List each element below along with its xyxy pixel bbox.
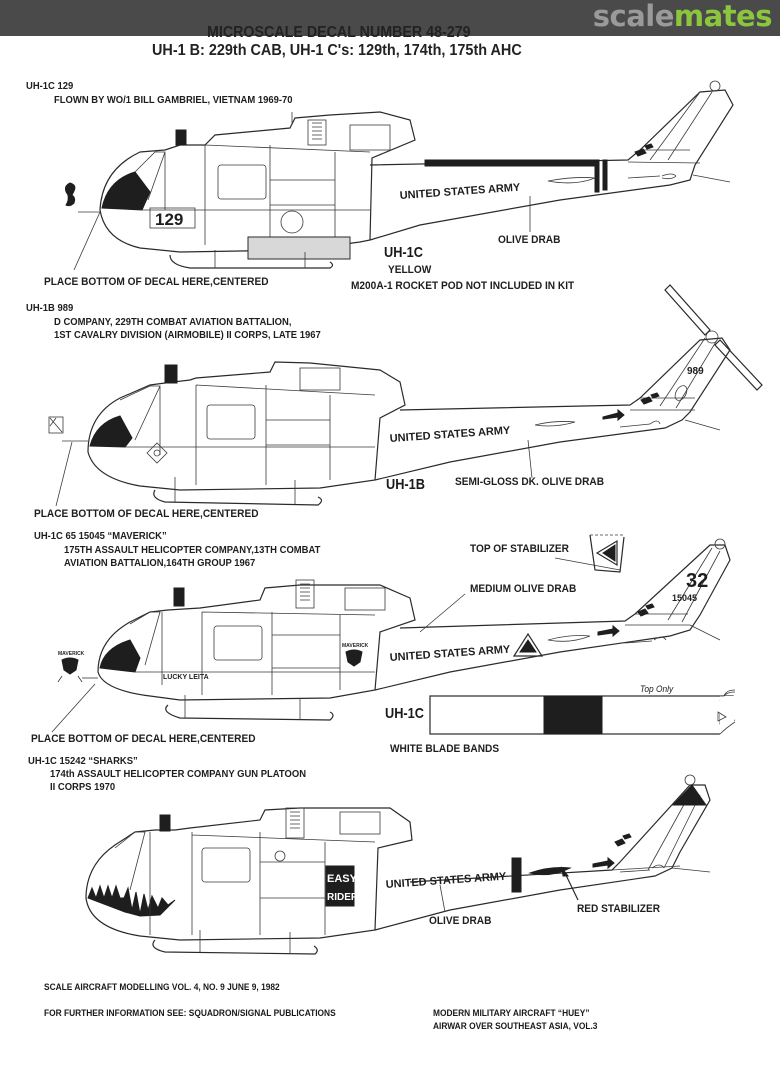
profile-3-type-label: UH-1C [385,705,424,722]
fuselage [99,111,416,253]
profile-3-callout-white-blade-bands: WHITE BLADE BANDS [390,743,500,755]
profile-1-callout-rocket-pod: M200A-1 ROCKET POD NOT INCLUDED IN KIT [351,280,575,292]
tail-number: 32 [686,570,708,592]
svg-text:MAVERICK: MAVERICK [342,643,369,649]
profile-4-line-1: 174th ASSAULT HELICOPTER COMPANY GUN PLA… [50,768,307,780]
footer-publication-2: AIRWAR OVER SOUTHEAST ASIA, VOL.3 [433,1021,598,1032]
profile-2-line-2: 1ST CAVALRY DIVISION (AIRMOBILE) II CORP… [54,329,321,341]
helicopter-profile-uh1c-129: 129 UNITED STATES ARMY [64,80,734,271]
profile-3-placement-note: PLACE BOTTOM OF DECAL HERE,CENTERED [31,733,256,745]
tail-boom [374,784,711,931]
tail-rotor [664,284,763,391]
fuselage-text: UNITED STATES ARMY [389,644,511,664]
profile-4-callout-red-stabilizer: RED STABILIZER [577,903,661,915]
profile-3-callout-top-of-stabilizer: TOP OF STABILIZER [470,543,569,555]
fuselage-text: UNITED STATES ARMY [389,425,511,445]
profile-2-heading: UH-1B 989 [26,302,74,314]
shark-teeth [87,884,176,917]
blade-band-diagram [429,689,736,736]
blade-band-dark [543,695,603,735]
svg-text:MAVERICK: MAVERICK [58,651,85,657]
profile-1-line-1: FLOWN BY WO/1 BILL GAMBRIEL, VIETNAM 196… [54,94,293,106]
nose-number: 129 [155,210,183,229]
profile-4-heading: UH-1C 15242 “SHARKS” [28,755,138,767]
helicopter-profile-uh1c-sharks: EASY RIDER UNITED STATES ARMY [85,774,711,955]
fuselage [85,807,413,941]
profile-3-callout-medium-olive-drab: MEDIUM OLIVE DRAB [470,583,577,595]
profile-2-placement-note: PLACE BOTTOM OF DECAL HERE,CENTERED [34,508,259,520]
cobra-emblem [64,182,76,207]
profile-2-callout-paint: SEMI-GLOSS DK. OLIVE DRAB [455,476,605,488]
maverick-insignia: MAVERICK MAVERICK [57,643,369,683]
tail-boom [374,544,731,691]
tail-band [424,159,596,167]
tail-triangle-marking [671,784,707,806]
red-stabilizer [528,867,572,876]
profile-3-callout-top-only: Top Only [640,684,674,695]
profile-2-line-1: D COMPANY, 229TH COMBAT AVIATION BATTALI… [54,316,292,328]
profile-4-callout-olive-drab: OLIVE DRAB [429,915,492,927]
profile-1-placement-note: PLACE BOTTOM OF DECAL HERE,CENTERED [44,276,269,288]
profile-3-line-2: AVIATION BATTALION,164TH GROUP 1967 [64,557,256,569]
profile-4-line-2: II CORPS 1970 [50,781,116,793]
fuselage-band [511,857,522,893]
profile-1-heading: UH-1C 129 [26,80,74,92]
fuselage-text: UNITED STATES ARMY [399,182,521,202]
profile-3-heading: UH-1C 65 15045 “MAVERICK” [34,530,167,542]
flag-decal [48,416,64,434]
profile-2-type-label: UH-1B [386,476,425,493]
decal-sheet-subtitle: UH-1 B: 229th CAB, UH-1 C's: 129th, 174t… [152,42,522,59]
profile-1-callout-yellow: YELLOW [388,264,432,276]
tail-number: 989 [687,366,704,377]
footer-further-info: FOR FURTHER INFORMATION SEE: SQUADRON/SI… [44,1008,336,1019]
footer-reference: SCALE AIRCRAFT MODELLING VOL. 4, NO. 9 J… [44,982,280,993]
profile-1-type-label: UH-1C [384,244,423,261]
decal-sheet-title: MICROSCALE DECAL NUMBER 48-279 [207,24,471,41]
placement-leader-line [55,441,73,507]
profile-1-callout-olive-drab: OLIVE DRAB [498,234,561,246]
fuselage-text: UNITED STATES ARMY [385,871,507,891]
scalemates-logo[interactable]: scalemates [592,0,773,33]
fuselage [97,584,416,701]
footer-publication-1: MODERN MILITARY AIRCRAFT “HUEY” [433,1008,590,1019]
door-art-line-2: RIDER [327,892,359,903]
rocket-pod [247,236,351,260]
profile-3-line-1: 175TH ASSAULT HELICOPTER COMPANY,13TH CO… [64,544,321,556]
door-art-line-1: EASY [327,873,358,885]
tail-boom [374,337,731,481]
nose-art: LUCKY LEITA [163,674,209,681]
placement-leader-line [73,211,101,271]
tail-serial: 15045 [672,593,697,603]
fuselage [87,361,406,491]
top-of-stabilizer-detail [589,534,625,573]
site-header-bar: scalemates [0,0,780,36]
placement-leader-line [51,683,96,733]
